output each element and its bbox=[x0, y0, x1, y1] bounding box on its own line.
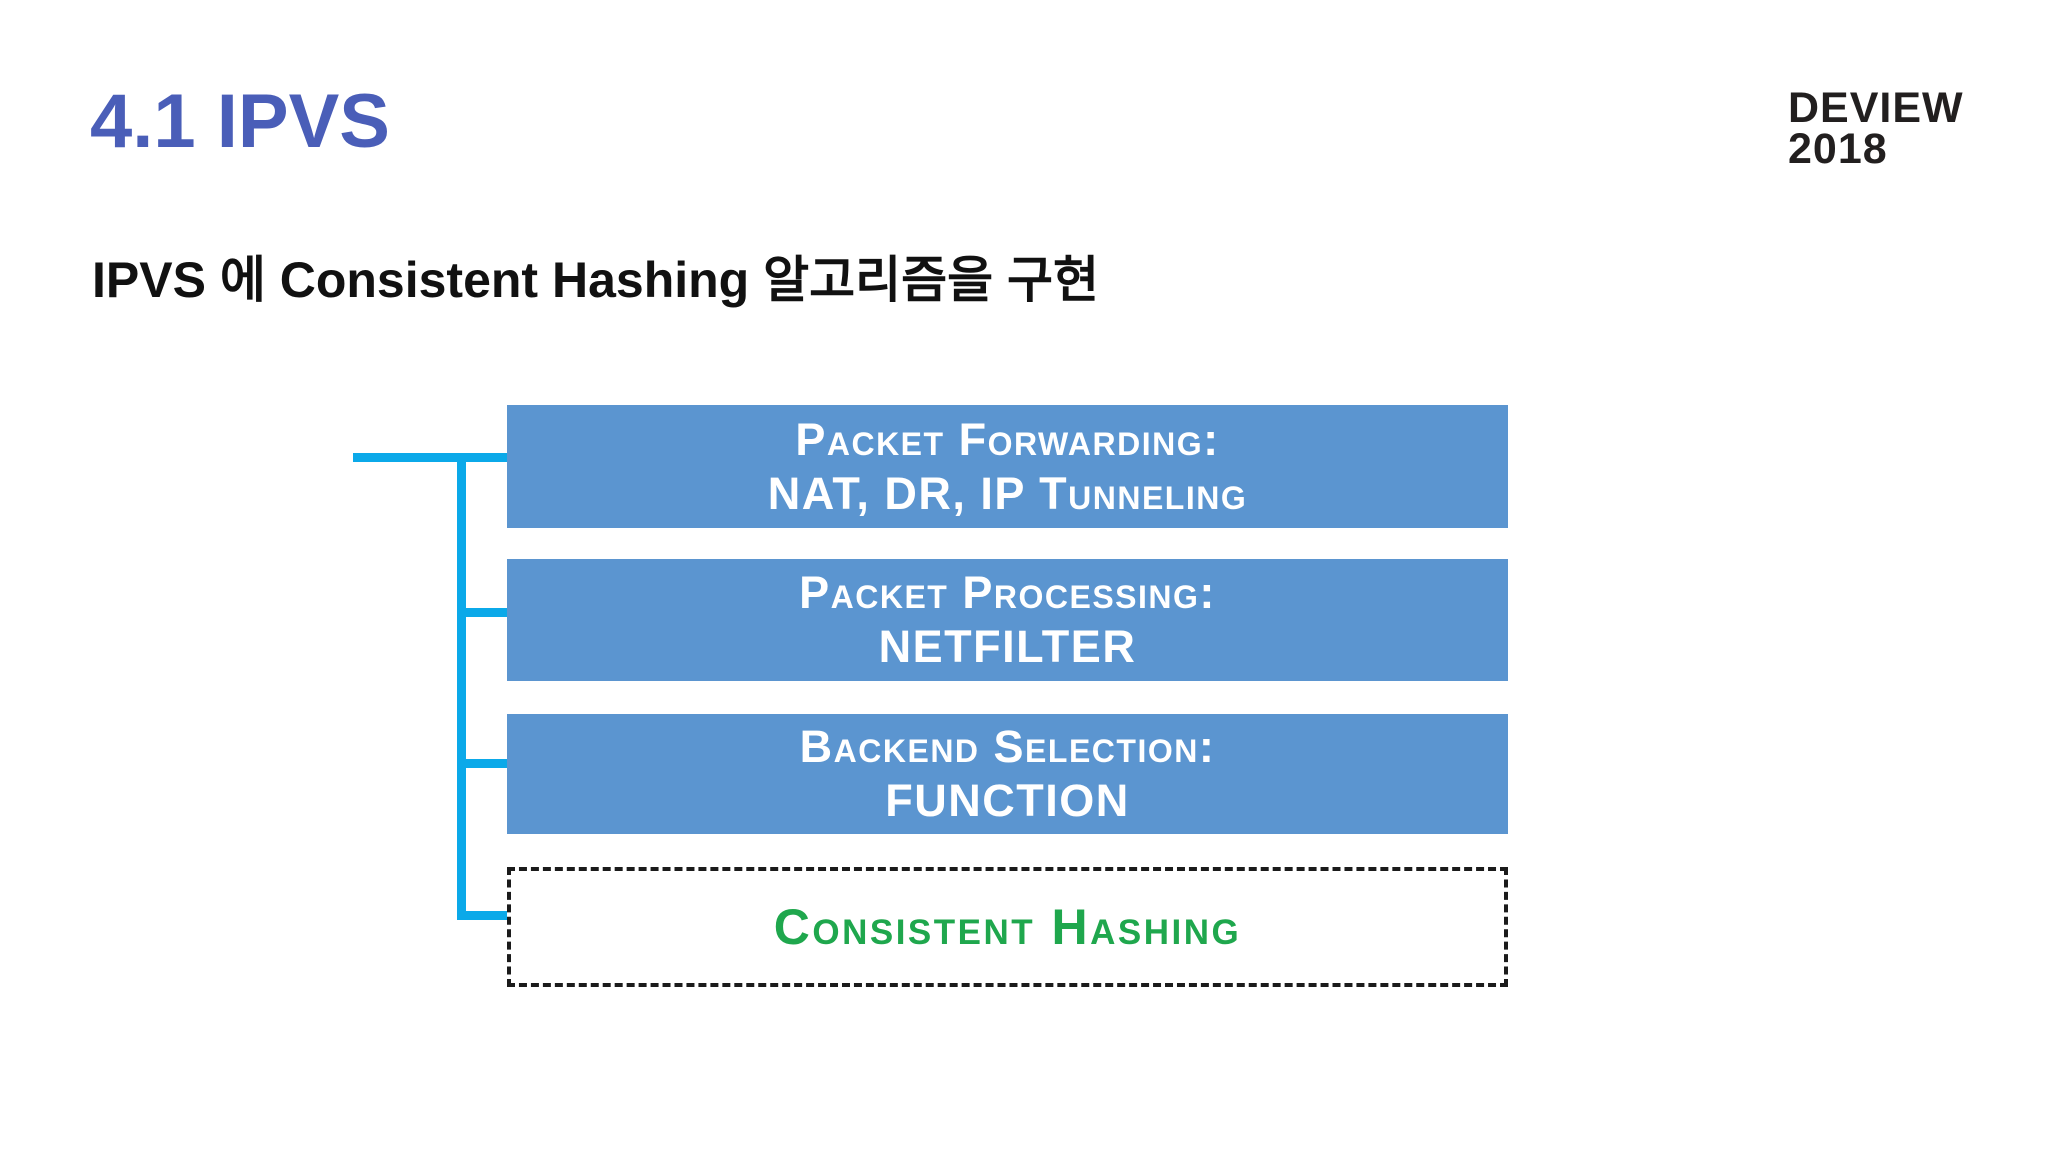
box-text-line: Packet Forwarding: bbox=[795, 413, 1220, 465]
backend-selection-box: Backend Selection: FUNCTION bbox=[507, 714, 1508, 834]
box-text-line: Consistent Hashing bbox=[773, 899, 1242, 955]
slide-subtitle: IPVS 에 Consistent Hashing 알고리즘을 구현 bbox=[92, 252, 1099, 308]
deview-logo-line1: DEVIEW bbox=[1788, 84, 1964, 132]
box-text-line: Packet Processing: bbox=[799, 567, 1216, 618]
connector-stub-packet-processing bbox=[466, 608, 510, 617]
consistent-hashing-box: Consistent Hashing bbox=[507, 867, 1508, 987]
box-text-line: Backend Selection: bbox=[799, 721, 1216, 772]
deview-2018-logo: DEVIEW 2018 bbox=[1788, 84, 1964, 173]
box-text-line: NAT, DR, IP Tunneling bbox=[767, 467, 1248, 519]
deview-logo-line2: 2018 bbox=[1788, 124, 1888, 173]
page-title: 4.1 IPVS bbox=[90, 79, 390, 164]
box-text-line: FUNCTION bbox=[885, 775, 1130, 826]
packet-processing-box: Packet Processing: NETFILTER bbox=[507, 559, 1508, 681]
connector-stub-consistent-hashing bbox=[457, 911, 510, 920]
connector-line-top bbox=[353, 453, 509, 462]
box-text-line: NETFILTER bbox=[878, 621, 1137, 672]
connector-line-vertical bbox=[457, 453, 466, 920]
connector-stub-backend-selection bbox=[466, 759, 510, 768]
packet-forwarding-box: Packet Forwarding: NAT, DR, IP Tunneling bbox=[507, 405, 1508, 528]
